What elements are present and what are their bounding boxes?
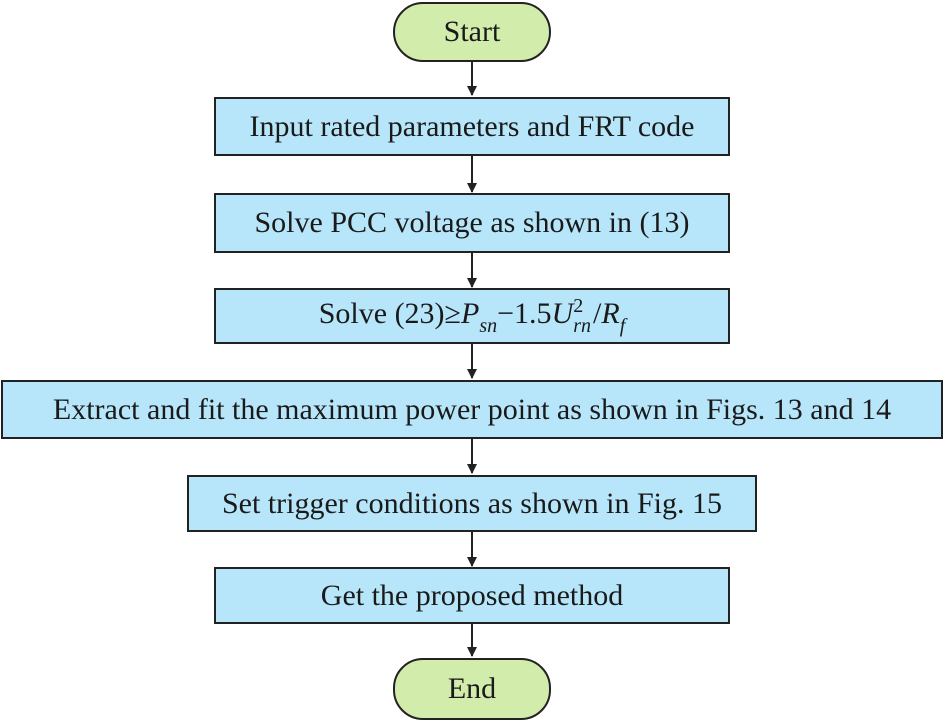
step-input-parameters: Input rated parameters and FRT code — [214, 97, 730, 156]
step-extract-fit-label: Extract and fit the maximum power point … — [52, 392, 892, 426]
step-solve-pcc-label: Solve PCC voltage as shown in (13) — [254, 206, 690, 239]
step-set-trigger-label: Set trigger conditions as shown in Fig. … — [222, 486, 722, 520]
coefficient: −1.5 — [497, 296, 552, 330]
end-terminal: End — [393, 658, 551, 720]
step-set-trigger: Set trigger conditions as shown in Fig. … — [187, 475, 757, 532]
step-solve-pcc: Solve PCC voltage as shown in (13) — [214, 193, 730, 253]
symbol-r-subscript: f — [619, 314, 626, 337]
step-extract-fit: Extract and fit the maximum power point … — [1, 380, 943, 439]
symbol-u-subscript: rn — [573, 315, 592, 337]
divide-slash: / — [593, 296, 602, 330]
step-get-method-label: Get the proposed method — [320, 578, 624, 612]
start-label: Start — [443, 15, 501, 48]
start-terminal: Start — [393, 2, 551, 62]
symbol-p: P — [461, 296, 480, 330]
symbol-u: U — [551, 296, 574, 330]
symbol-p-subscript: sn — [479, 314, 498, 337]
symbol-u-superscript: 2 — [573, 295, 584, 317]
step-input-parameters-label: Input rated parameters and FRT code — [249, 109, 695, 143]
end-label: End — [447, 672, 497, 705]
step-get-method: Get the proposed method — [214, 567, 730, 624]
symbol-r: R — [601, 296, 620, 330]
inequality-prefix: Solve (23)≥ — [318, 296, 462, 330]
